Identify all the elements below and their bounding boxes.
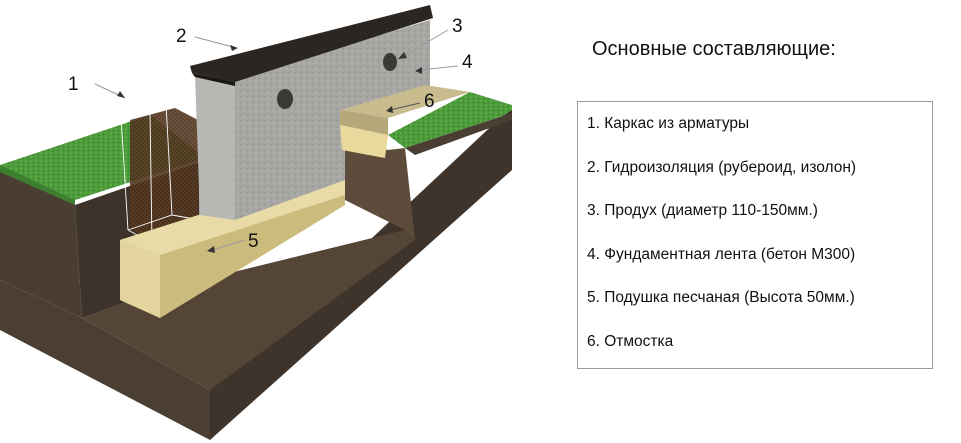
legend-item-blind-area: 6. Отмостка [587,332,674,350]
legend-title: Основные составляющие: [592,38,836,60]
callout-5: 5 [207,231,259,253]
callout-label-1: 1 [68,74,79,95]
legend-item-foundation-strip: 4. Фундаментная лента (бетон М300) [587,245,856,263]
legend-item-rebar-cage: 1. Каркас из арматуры [587,115,750,132]
foundation-cross-section-illustration: 1 2 3 4 5 6 [0,5,512,440]
callout-label-2: 2 [176,26,187,47]
callout-3: 3 [398,16,463,59]
legend-item-vent: 3. Продух (диаметр 110-150мм.) [587,202,818,219]
callout-6: 6 [386,91,435,113]
vent-icon [277,89,293,109]
legend-item-waterproofing: 2. Гидроизоляция (рубероид, изолон) [587,158,857,176]
vent-icon [383,53,397,71]
callout-label-6: 6 [424,91,435,112]
callout-label-5: 5 [248,231,259,252]
callout-1: 1 [68,74,126,99]
grass-right [388,92,512,148]
callout-2: 2 [176,26,238,51]
callout-label-3: 3 [452,16,463,37]
legend-item-sand-cushion: 5. Подушка песчаная (Высота 50мм.) [587,289,855,306]
blind-area [340,85,470,158]
callout-label-4: 4 [462,52,473,73]
legend-box: 1. Каркас из арматуры 2. Гидроизоляция (… [577,101,933,369]
callout-4: 4 [415,52,473,74]
waterproofing-layer [190,5,433,86]
concrete-strip [195,20,430,220]
